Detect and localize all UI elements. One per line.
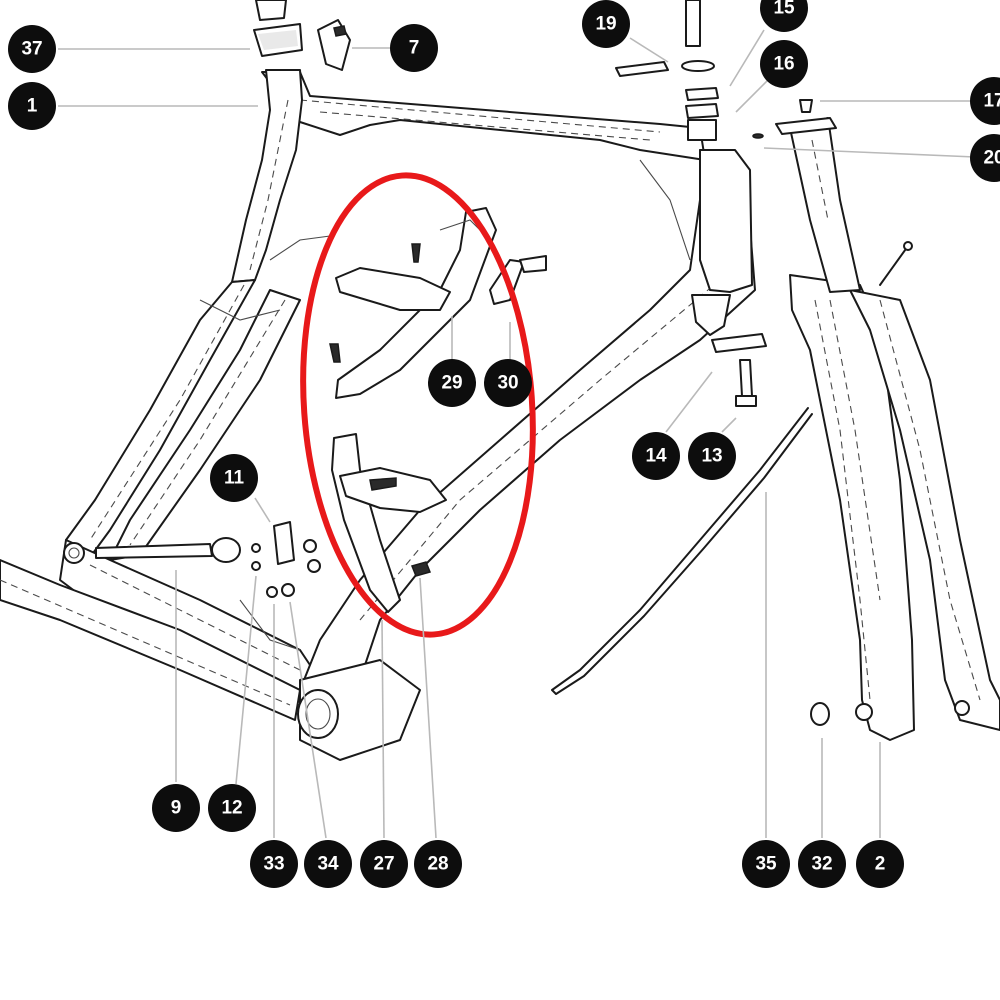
callout-12: 12 xyxy=(208,784,256,832)
seat-clamp-parts xyxy=(253,0,351,71)
callout-35: 35 xyxy=(742,840,790,888)
callout-9: 9 xyxy=(152,784,200,832)
leader-lines xyxy=(58,29,976,839)
bottle-cage-lower xyxy=(331,433,447,613)
callout-28: 28 xyxy=(414,840,462,888)
callout-35-label: 35 xyxy=(755,854,777,875)
callout-34: 34 xyxy=(304,840,352,888)
callout-17-label: 17 xyxy=(983,91,1000,112)
callout-29: 29 xyxy=(428,359,476,407)
spacer-parts xyxy=(711,333,767,407)
callout-28-label: 28 xyxy=(427,854,448,875)
callout-14: 14 xyxy=(632,432,680,480)
callout-14-label: 14 xyxy=(645,446,667,467)
callout-9-label: 9 xyxy=(171,798,182,819)
callout-11: 11 xyxy=(210,454,258,502)
headset-stack xyxy=(615,0,719,141)
callout-27-label: 27 xyxy=(373,854,394,875)
fork xyxy=(752,99,1000,741)
callout-12-label: 12 xyxy=(221,798,242,819)
callout-20: 20 xyxy=(970,134,1000,182)
callout-2: 2 xyxy=(856,840,904,888)
bicycle-frame xyxy=(0,69,756,761)
callout-1-label: 1 xyxy=(27,96,38,117)
brake-hose xyxy=(551,407,813,695)
callout-1: 1 xyxy=(8,82,56,130)
callout-30: 30 xyxy=(484,359,532,407)
callout-15: 15 xyxy=(760,0,808,32)
callout-2-label: 2 xyxy=(875,854,886,875)
thru-axle-hardware xyxy=(95,521,830,726)
callout-32: 32 xyxy=(798,840,846,888)
callout-19-label: 19 xyxy=(595,14,616,35)
callout-13: 13 xyxy=(688,432,736,480)
callout-27: 27 xyxy=(360,840,408,888)
callout-16-label: 16 xyxy=(773,54,794,75)
callout-30-label: 30 xyxy=(497,373,518,394)
callout-33: 33 xyxy=(250,840,298,888)
callout-20-label: 20 xyxy=(983,148,1000,169)
callout-13-label: 13 xyxy=(701,446,722,467)
highlight-ring xyxy=(300,172,536,638)
callout-17: 17 xyxy=(970,77,1000,125)
callout-32-label: 32 xyxy=(811,854,832,875)
callout-7-label: 7 xyxy=(409,38,420,59)
callout-33-label: 33 xyxy=(263,854,284,875)
callout-16: 16 xyxy=(760,40,808,88)
callout-34-label: 34 xyxy=(317,854,339,875)
callout-29-label: 29 xyxy=(441,373,462,394)
callout-37-label: 37 xyxy=(21,39,42,60)
callout-7: 7 xyxy=(390,24,438,72)
callout-15-label: 15 xyxy=(773,0,795,19)
callout-11-label: 11 xyxy=(224,468,245,489)
callout-19: 19 xyxy=(582,0,630,48)
callout-37: 37 xyxy=(8,25,56,73)
